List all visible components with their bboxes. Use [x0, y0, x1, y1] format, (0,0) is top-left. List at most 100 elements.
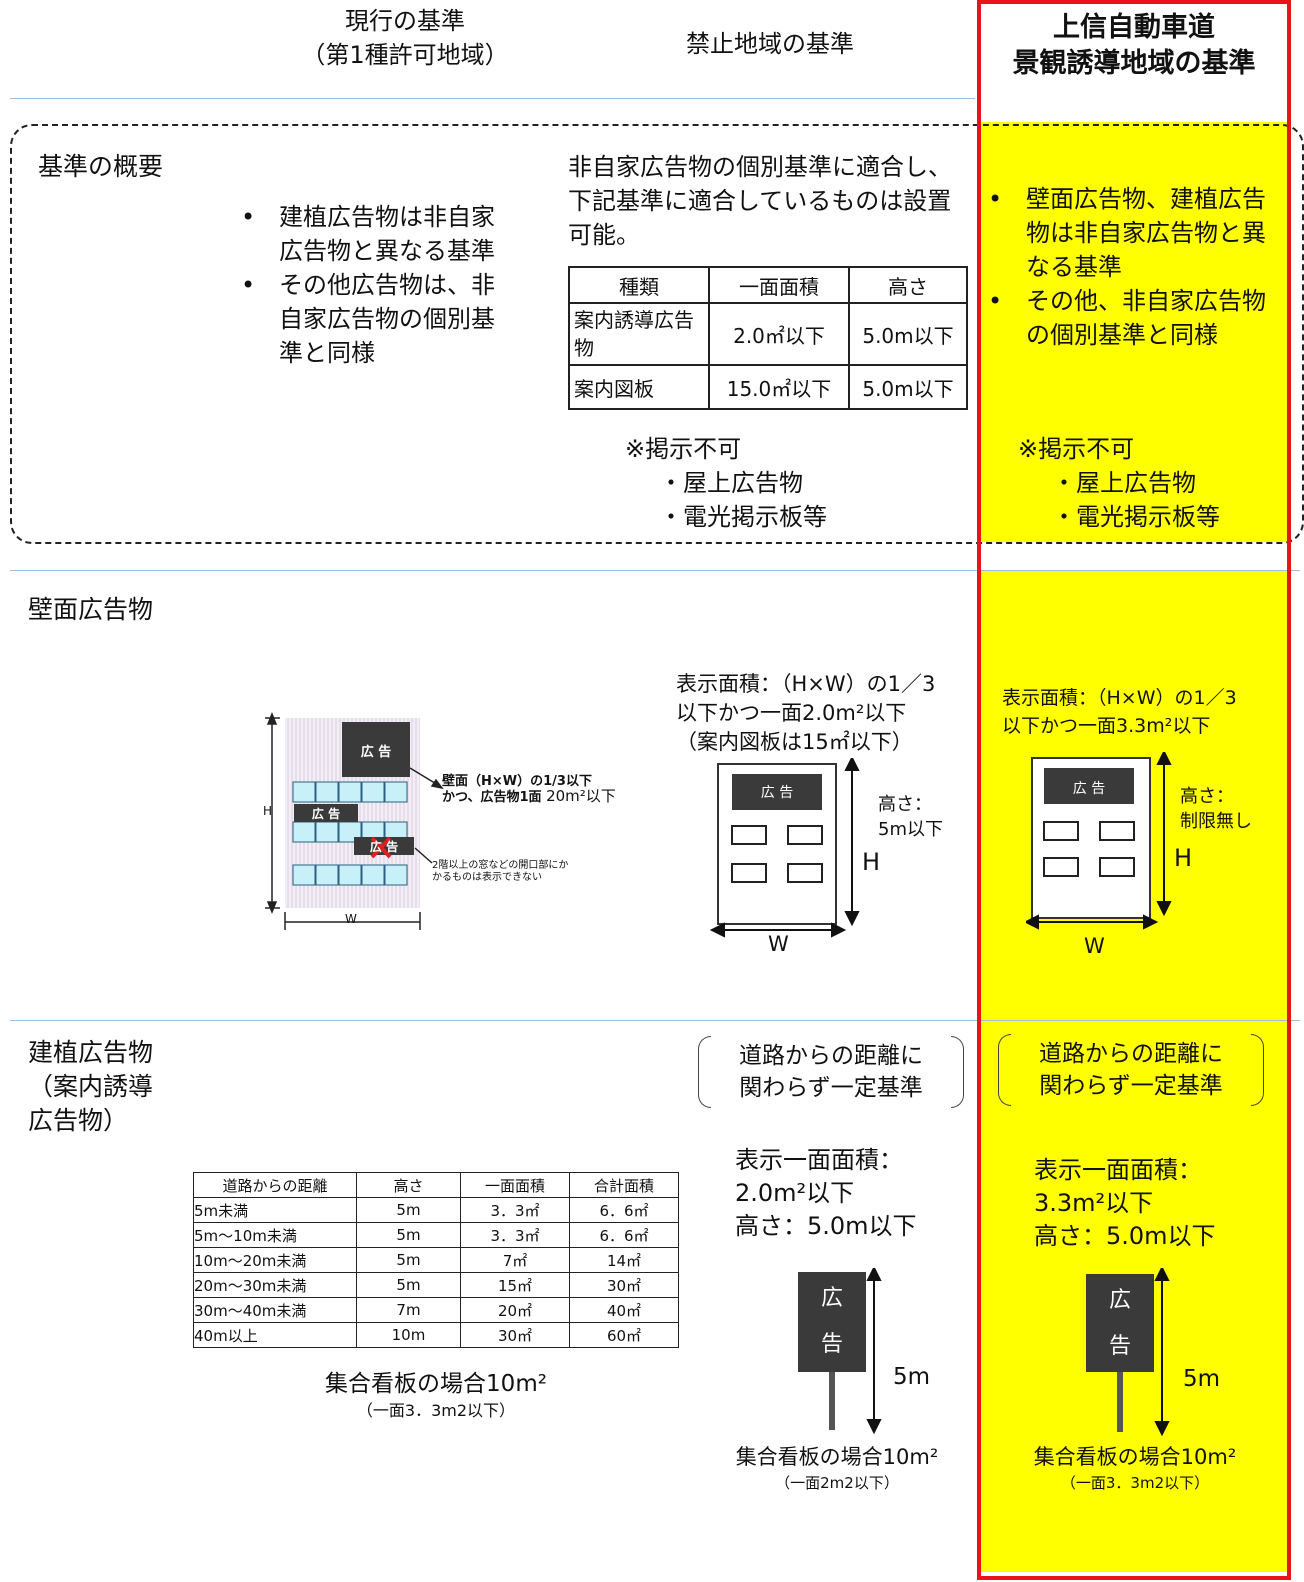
table-cell: 10m～20m未満	[193, 1247, 357, 1273]
wall-note-ratio: 壁面（H×W）の1/3以下 かつ、広告物1面 20m²以下	[442, 774, 616, 805]
bullet-item: 壁面広告物、建植広告物は非自家広告物と異なる基準	[982, 182, 1282, 284]
overview-size-table: 種類 一面面積 高さ 案内誘導広告物 2.0㎡以下 5.0m以下 案内図板 15…	[568, 266, 968, 410]
table-cell: 6．6㎡	[569, 1222, 679, 1248]
table-cell: 5m	[356, 1197, 461, 1223]
wall-sign-middle	[294, 804, 358, 822]
wall-prohibited-w: W	[768, 932, 789, 956]
standing-prohibited-group: 集合看板の場合10m² （一面2m2以下）	[735, 1445, 939, 1492]
table-cell: 20㎡	[460, 1297, 570, 1323]
column-header-current: 現行の基準 （第1種許可地域）	[301, 7, 509, 69]
table-cell: 5m	[356, 1272, 461, 1298]
table-header: 高さ	[848, 266, 968, 304]
wall-dim-h: H	[263, 804, 273, 818]
standing-landscape-dim: 5m	[1183, 1366, 1221, 1392]
table-cell: 7㎡	[460, 1247, 570, 1273]
wall-sign-top-label: 広 告	[360, 745, 392, 760]
wall-sign-window-label: 広 告	[369, 840, 399, 854]
table-header: 合計面積	[569, 1172, 679, 1198]
wall-landscape-w: W	[1084, 934, 1105, 958]
wall-prohibited-h: H	[862, 848, 881, 876]
table-cell: 案内誘導広告物	[568, 302, 710, 366]
overview-landscape-note: ※掲示不可 ・屋上広告物 ・電光掲示板等	[1018, 435, 1220, 531]
wall-landscape-sign-label: 広 告	[1072, 781, 1106, 797]
table-cell: 5m	[356, 1222, 461, 1248]
table-header: 一面面積	[460, 1172, 570, 1198]
wall-dim-w: W	[345, 912, 357, 926]
table-cell: 5.0m以下	[848, 302, 968, 366]
standing-prohibited-sign-diagram	[798, 1268, 882, 1435]
wall-prohibited-sign-label: 広 告	[760, 785, 794, 801]
overview-title: 基準の概要	[38, 152, 164, 181]
standing-landscape-sign-diagram	[1086, 1268, 1170, 1437]
standing-current-group: 集合看板の場合10m² （一面3．3m2以下）	[325, 1371, 547, 1420]
table-cell: 40m以上	[193, 1322, 357, 1348]
standing-prohibited-sign-label: 広 告	[820, 1286, 843, 1357]
standing-prohibited-dim: 5m	[893, 1364, 931, 1390]
table-cell: 5m未満	[193, 1197, 357, 1223]
landscape-column-frame	[977, 0, 1291, 1580]
overview-prohibited-note: ※掲示不可 ・屋上広告物 ・電光掲示板等	[625, 435, 827, 531]
overview-landscape-bullets: 壁面広告物、建植広告物は非自家広告物と異なる基準 その他、非自家広告物の個別基準…	[982, 182, 1282, 352]
standing-landscape-bracket: 道路からの距離に 関わらず一定基準	[998, 1034, 1264, 1106]
standing-section-title: 建植広告物 （案内誘導 広告物）	[28, 1038, 154, 1135]
table-cell: 40㎡	[569, 1297, 679, 1323]
wall-section-title: 壁面広告物	[28, 595, 154, 624]
table-cell: 14㎡	[569, 1247, 679, 1273]
table-header: 高さ	[356, 1172, 461, 1198]
standing-landscape-group: 集合看板の場合10m² （一面3．3m2以下）	[1033, 1445, 1237, 1492]
table-cell: 3．3㎡	[460, 1222, 570, 1248]
wall-landscape-height: 高さ： 制限無し	[1180, 786, 1252, 832]
bullet-item: その他広告物は、非自家広告物の個別基準と同様	[235, 268, 515, 370]
wall-landscape-text: 表示面積：（H×W）の1／3 以下かつ一面3.3m²以下	[1002, 687, 1237, 737]
table-cell: 3．3㎡	[460, 1197, 570, 1223]
bullet-item: その他、非自家広告物の個別基準と同様	[982, 284, 1282, 352]
divider-wall	[10, 570, 1300, 571]
column-header-prohibited: 禁止地域の基準	[686, 30, 854, 58]
table-cell: 2.0㎡以下	[708, 302, 850, 366]
table-cell: 5m	[356, 1247, 461, 1273]
table-cell: 30㎡	[460, 1322, 570, 1348]
table-header: 種類	[568, 266, 710, 304]
wall-note-opening: 2階以上の窓などの開口部にか かるものは表示できない	[432, 860, 569, 883]
overview-current-bullets: 建植広告物は非自家広告物と異なる基準 その他広告物は、非自家広告物の個別基準と同…	[235, 200, 515, 370]
window-row	[292, 781, 408, 886]
table-cell: 15㎡	[460, 1272, 570, 1298]
wall-building-diagram	[265, 711, 444, 930]
overview-prohibited-intro: 非自家広告物の個別基準に適合し、下記基準に適合しているものは設置可能。	[568, 153, 952, 249]
table-cell: 20m～30m未満	[193, 1272, 357, 1298]
standing-landscape-sign-label: 広 告	[1108, 1288, 1131, 1359]
table-cell: 15.0㎡以下	[708, 364, 850, 410]
wall-prohibited-text: 表示面積：（H×W）の1／3 以下かつ一面2.0m²以下 （案内図板は15㎡以下…	[676, 672, 936, 754]
table-cell: 30m～40m未満	[193, 1297, 357, 1323]
wall-prohibited-height: 高さ： 5m以下	[878, 794, 943, 840]
wall-sign-middle-label: 広 告	[311, 807, 341, 821]
overview-dashed-frame	[10, 124, 1304, 544]
table-cell: 30㎡	[569, 1272, 679, 1298]
standing-prohibited-area: 表示一面面積： 2.0m²以下 高さ：5.0m以下	[735, 1146, 917, 1240]
table-cell: 5.0m以下	[848, 364, 968, 410]
table-cell: 5m～10m未満	[193, 1222, 357, 1248]
table-cell: 7m	[356, 1297, 461, 1323]
divider-standing	[10, 1020, 1300, 1021]
wall-sign-top	[342, 722, 410, 777]
table-cell: 60㎡	[569, 1322, 679, 1348]
prohibited-x-icon	[370, 836, 392, 859]
standing-landscape-area: 表示一面面積： 3.3m²以下 高さ：5.0m以下	[1034, 1156, 1216, 1250]
wall-landscape-h: H	[1174, 844, 1193, 872]
standing-prohibited-bracket: 道路からの距離に 関わらず一定基準	[698, 1036, 964, 1108]
wall-landscape-diagram	[1026, 752, 1172, 930]
table-cell: 案内図板	[568, 364, 710, 410]
wall-prohibited-diagram	[710, 758, 860, 938]
column-header-landscape: 上信自動車道 景観誘導地域の基準	[1012, 12, 1256, 79]
table-header: 道路からの距離	[193, 1172, 357, 1198]
table-cell: 10m	[356, 1322, 461, 1348]
table-header: 一面面積	[708, 266, 850, 304]
table-cell: 6．6㎡	[569, 1197, 679, 1223]
